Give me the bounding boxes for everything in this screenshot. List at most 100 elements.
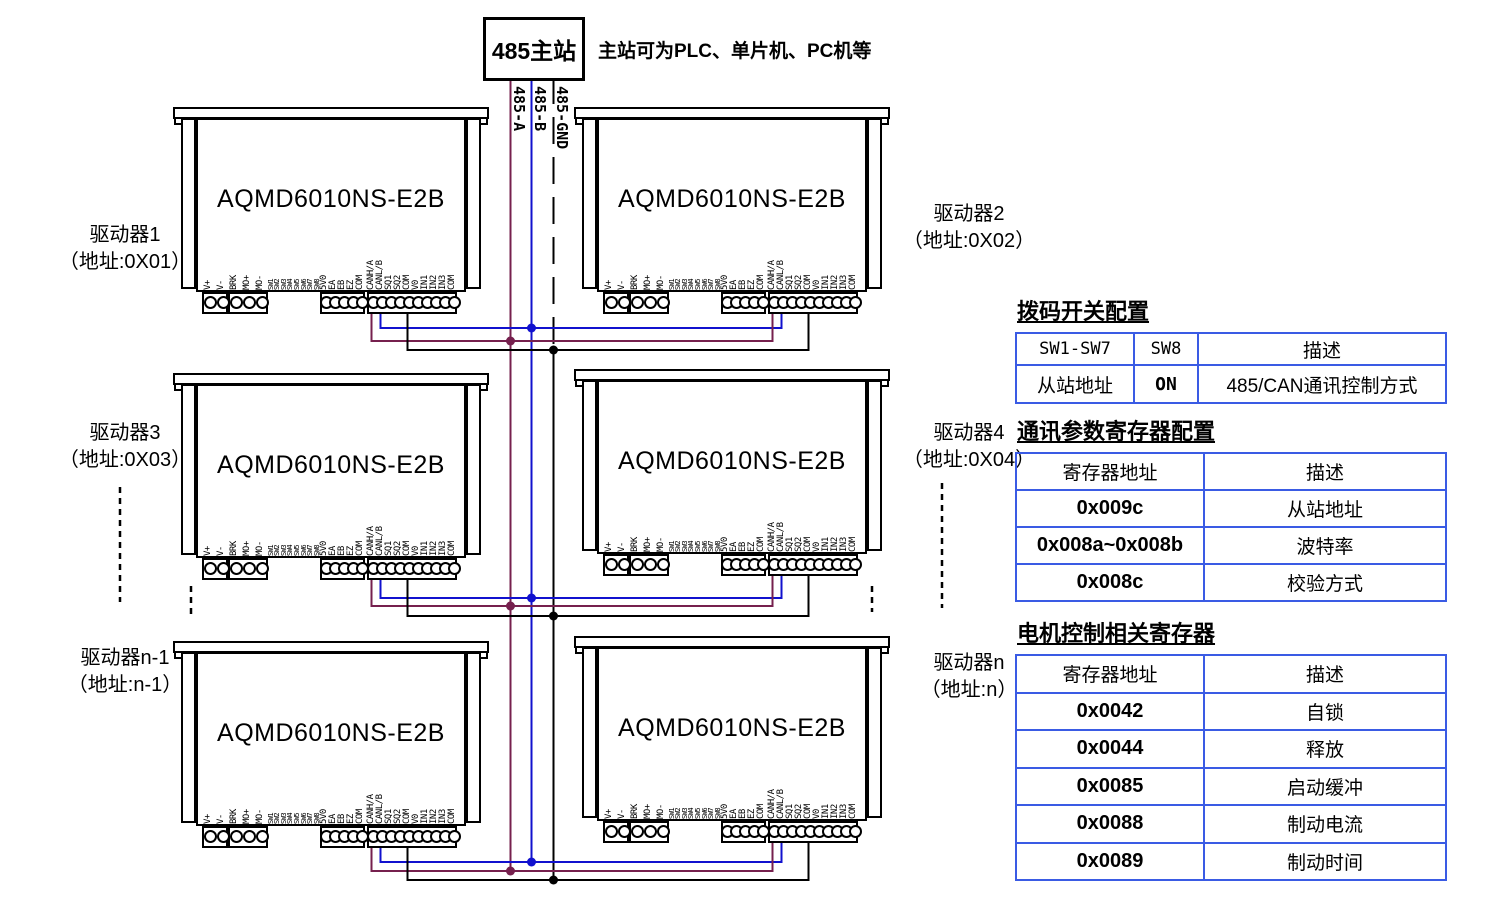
table-title: 通讯参数寄存器配置 <box>1017 419 1216 444</box>
comm-register-table: 寄存器地址 描述 0x009c 从站地址 0x008a~0x008b 波特率 0… <box>1015 452 1447 602</box>
row3-gnd-wire <box>406 839 810 881</box>
driver-label-2: 驱动器2 （地址:0X02） <box>884 201 1054 255</box>
driver-label-n-1: 驱动器n-1 （地址:n-1） <box>40 645 210 699</box>
col-header: SW8 <box>1133 332 1199 366</box>
driver-model-label: AQMD6010NS-E2B <box>217 719 445 747</box>
driver-label-3: 驱动器3 （地址:0X03） <box>40 420 210 474</box>
terminal-block <box>721 292 770 314</box>
terminal-block <box>603 554 631 576</box>
row1-gnd-wire <box>406 310 810 351</box>
driver-name: 驱动器3 <box>89 422 161 444</box>
table-row: 0x0042 自锁 <box>1015 691 1447 731</box>
junction-dot-a3 <box>506 866 515 876</box>
register-address: 0x0042 <box>1015 691 1205 731</box>
driver-body: AQMD6010NS-E2B <box>597 118 867 292</box>
driver-side-pillar-right <box>466 384 481 555</box>
terminal-pin <box>448 830 461 843</box>
motor-register-table: 寄存器地址 描述 0x0042 自锁 0x0044 释放 0x0085 启动缓冲… <box>1015 654 1447 881</box>
driver-name: 驱动器2 <box>933 203 1005 225</box>
junction-dot-g3 <box>549 875 558 885</box>
register-address: 0x0089 <box>1015 841 1205 881</box>
cell: 485/CAN通讯控制方式 <box>1197 364 1447 404</box>
terminal-pin <box>644 296 657 309</box>
motor-register-section: 电机控制相关寄存器 寄存器地址 描述 0x0042 自锁 0x0044 释放 0… <box>1015 619 1447 881</box>
terminal-pin <box>243 562 256 575</box>
driver-model-label: AQMD6010NS-E2B <box>618 185 846 213</box>
register-address: 0x0044 <box>1015 729 1205 769</box>
table-row: 0x0089 制动时间 <box>1015 841 1447 881</box>
cell: ON <box>1133 364 1199 404</box>
terminal-pin <box>256 830 269 843</box>
terminal-block <box>367 558 461 580</box>
terminal-block <box>629 554 670 576</box>
col-header: SW1-SW7 <box>1015 332 1135 366</box>
row3-485b-wire <box>379 839 783 863</box>
bus-label-485a: 485-A <box>510 86 528 131</box>
driver-address: （地址:0X04） <box>902 449 1036 471</box>
table-row: 0x0085 启动缓冲 <box>1015 766 1447 806</box>
row3-485a-wire <box>370 839 774 872</box>
junction-dot-g2 <box>549 611 558 621</box>
master-station-note: 主站可为PLC、单片机、PC机等 <box>598 41 872 62</box>
terminal-block <box>603 292 631 314</box>
terminal-pin <box>204 830 217 843</box>
table-title: 拨码开关配置 <box>1017 299 1150 324</box>
driver-side-pillar-right <box>466 652 481 823</box>
col-header: 寄存器地址 <box>1015 452 1205 491</box>
register-desc: 从站地址 <box>1203 489 1447 528</box>
table-row: 0x0044 释放 <box>1015 729 1447 769</box>
driver-side-pillar-right <box>867 647 882 818</box>
driver-model-label: AQMD6010NS-E2B <box>217 185 445 213</box>
row2-485b-wire <box>379 572 783 599</box>
terminal-block <box>202 292 230 314</box>
terminal-pin <box>644 825 657 838</box>
driver-side-pillar-right <box>466 118 481 289</box>
row2-485a-wire <box>370 572 774 607</box>
terminal-pin <box>849 558 862 571</box>
register-desc: 启动缓冲 <box>1203 766 1447 806</box>
terminal-block <box>768 821 862 843</box>
dip-switch-table: SW1-SW7 SW8 描述 从站地址 ON 485/CAN通讯控制方式 <box>1015 332 1447 404</box>
terminal-pin <box>256 562 269 575</box>
table-row: 0x0088 制动电流 <box>1015 804 1447 844</box>
driver-body: AQMD6010NS-E2B <box>196 118 466 292</box>
driver-side-pillar-left <box>582 647 597 818</box>
terminal-pin <box>448 296 461 309</box>
junction-dot-a1 <box>506 336 515 346</box>
bus-label-485b: 485-B <box>531 86 549 131</box>
table-title: 电机控制相关寄存器 <box>1017 621 1216 646</box>
terminal-pin <box>243 296 256 309</box>
driver-body: AQMD6010NS-E2B <box>196 652 466 826</box>
driver-address: （地址:n） <box>920 679 1018 701</box>
register-desc: 校验方式 <box>1203 563 1447 602</box>
junction-dot-a2 <box>506 601 515 611</box>
driver-body: AQMD6010NS-E2B <box>597 380 867 554</box>
terminal-pin <box>631 296 644 309</box>
bus-label-485gnd: 485-GND <box>553 86 571 149</box>
driver-side-pillar-left <box>582 118 597 289</box>
register-desc: 自锁 <box>1203 691 1447 731</box>
junction-dot-b3 <box>527 857 536 867</box>
terminal-pin <box>657 296 670 309</box>
terminal-pin <box>204 296 217 309</box>
terminal-block <box>721 554 770 576</box>
driver-label-1: 驱动器1 （地址:0X01） <box>40 222 210 276</box>
comm-register-config-section: 通讯参数寄存器配置 寄存器地址 描述 0x009c 从站地址 0x008a~0x… <box>1015 417 1447 602</box>
terminal-pin <box>230 562 243 575</box>
driver-model-label: AQMD6010NS-E2B <box>618 447 846 475</box>
row1-485b-wire <box>379 310 783 329</box>
terminal-pin <box>605 825 618 838</box>
register-address: 0x008c <box>1015 563 1205 602</box>
driver-body: AQMD6010NS-E2B <box>196 384 466 558</box>
driver-name: 驱动器n <box>933 652 1005 674</box>
terminal-block <box>320 558 369 580</box>
terminal-block <box>768 554 862 576</box>
driver-model-label: AQMD6010NS-E2B <box>217 451 445 479</box>
terminal-block <box>320 292 369 314</box>
